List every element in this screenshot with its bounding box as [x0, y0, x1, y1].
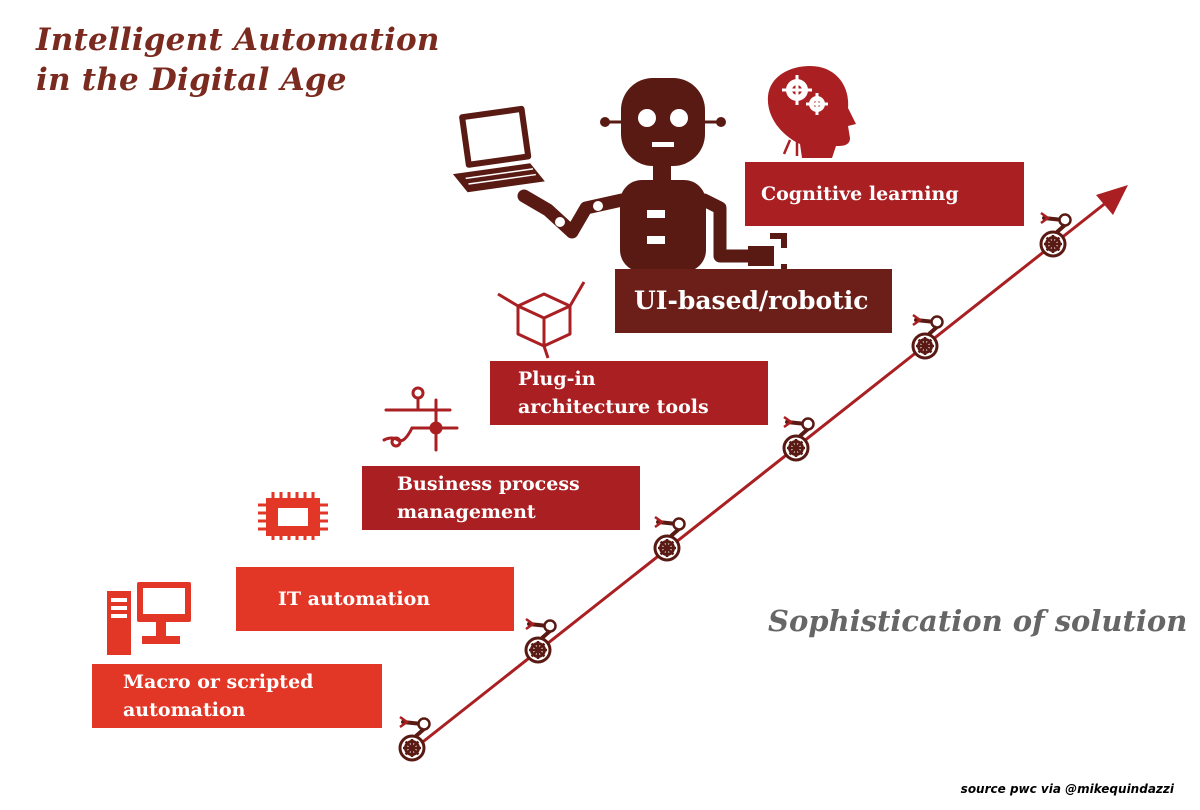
step-label: architecture tools	[518, 396, 709, 418]
axis-label: Sophistication of solution	[768, 604, 1188, 638]
sophistication-arrow	[409, 185, 1128, 754]
step-label: IT automation	[278, 588, 431, 610]
page-title: Intelligent Automation in the Digital Ag…	[36, 20, 440, 100]
cube-icon	[497, 281, 586, 359]
source-credit: source pwc via @mikequindazzi	[960, 782, 1174, 796]
microchip-icon	[258, 492, 328, 540]
head-gears-icon	[767, 66, 856, 158]
step-label: Business process	[397, 473, 580, 495]
step-macro-automation: Macro or scripted automation	[92, 664, 382, 728]
step-business-process-management: Business process management	[362, 466, 640, 530]
process-nodes-icon	[382, 386, 459, 452]
step-label: Cognitive learning	[761, 183, 959, 205]
step-plugin-architecture-tools: Plug-in architecture tools	[490, 361, 768, 425]
step-ui-based-robotic: UI-based/robotic	[615, 269, 892, 333]
step-label: Plug-in	[518, 368, 596, 390]
step-label: automation	[123, 699, 246, 721]
step-it-automation: IT automation	[236, 567, 514, 631]
robot-with-laptop-icon	[452, 78, 787, 279]
title-line-1: Intelligent Automation	[36, 22, 440, 58]
desktop-computer-icon	[107, 582, 191, 655]
step-label: UI-based/robotic	[634, 286, 869, 315]
step-cognitive-learning: Cognitive learning	[745, 162, 1024, 226]
title-line-2: in the Digital Age	[36, 62, 347, 98]
step-label: Macro or scripted	[123, 671, 314, 693]
step-label: management	[397, 501, 536, 523]
